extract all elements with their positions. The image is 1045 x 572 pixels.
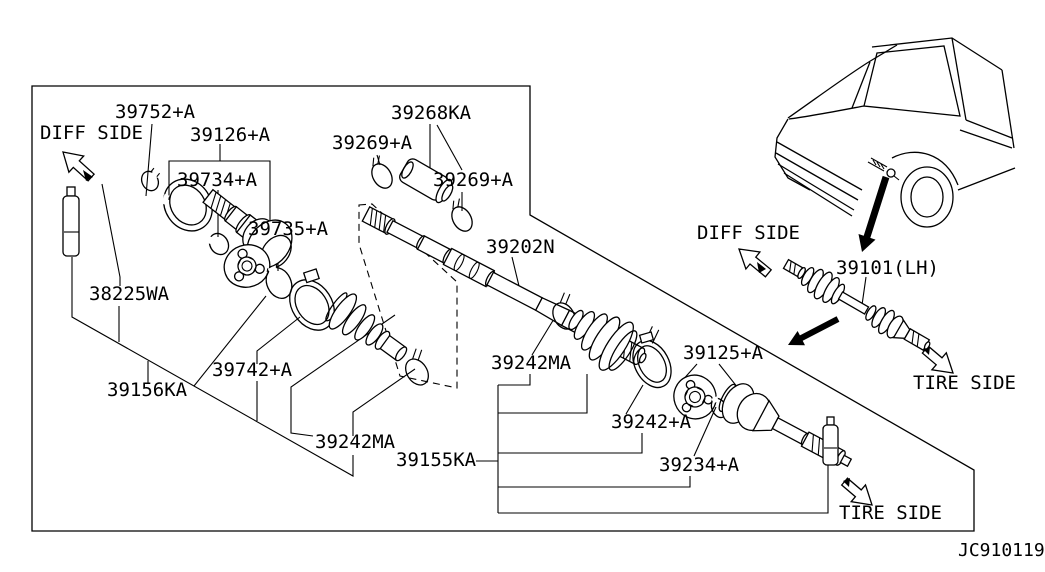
snap-ring-small bbox=[140, 167, 161, 192]
tripod-housing bbox=[673, 374, 717, 420]
leader-lines bbox=[71, 123, 867, 514]
oil-seal-ring bbox=[161, 178, 213, 232]
axle-pointer-arrow bbox=[788, 316, 840, 346]
stopper-ring bbox=[207, 232, 230, 256]
part-label-39242ma-2: 39242MA bbox=[491, 352, 572, 374]
boot-band-large-right bbox=[632, 326, 672, 389]
part-label-39269a-2: 39269+A bbox=[433, 169, 514, 191]
part-label-39735a: 39735+A bbox=[248, 218, 329, 240]
part-label-39101lh: 39101(LH) bbox=[836, 257, 939, 279]
axle-stub-in-car bbox=[867, 157, 900, 181]
dashed-subassembly-outline bbox=[358, 203, 458, 389]
hose-clamp-right bbox=[451, 198, 473, 232]
diff-side-arrow-left bbox=[62, 151, 96, 182]
part-label-39234a: 39234+A bbox=[659, 454, 740, 476]
part-label-38225wa: 38225WA bbox=[89, 283, 170, 305]
drawing-code: JC910119 bbox=[958, 540, 1045, 561]
hose-clamp-left bbox=[371, 155, 393, 189]
part-label-39269a-1: 39269+A bbox=[332, 132, 413, 154]
part-label-39268ka: 39268KA bbox=[391, 102, 472, 124]
diff-side-label-right: DIFF SIDE bbox=[697, 222, 800, 244]
grease-tube bbox=[399, 158, 454, 204]
cv-boot-left bbox=[325, 292, 408, 362]
part-label-39734a: 39734+A bbox=[177, 169, 258, 191]
diagram-border bbox=[31, 85, 975, 532]
tire-side-label-bottom: TIRE SIDE bbox=[839, 502, 942, 524]
diff-side-arrow-right bbox=[738, 248, 773, 278]
grease-pin-left bbox=[62, 186, 80, 257]
part-label-39155ka: 39155KA bbox=[396, 449, 477, 471]
car-pointer-arrow bbox=[858, 175, 890, 252]
diff-side-label-left: DIFF SIDE bbox=[40, 122, 143, 144]
part-label-39125a: 39125+A bbox=[683, 342, 764, 364]
boot-band-small-left bbox=[405, 348, 429, 386]
cv-boot-right bbox=[568, 309, 638, 371]
part-label-39156ka: 39156KA bbox=[107, 379, 188, 401]
tire-side-arrow-bottom bbox=[840, 477, 873, 506]
tire-side-label-right: TIRE SIDE bbox=[913, 372, 1016, 394]
part-label-39752a: 39752+A bbox=[115, 101, 196, 123]
assembled-axle-39101 bbox=[782, 258, 931, 352]
tire-side-arrow-right bbox=[921, 345, 954, 374]
part-label-39202n: 39202N bbox=[486, 236, 555, 258]
part-label-39742a: 39742+A bbox=[212, 359, 293, 381]
boot-band-large bbox=[289, 268, 335, 331]
snap-ring-large bbox=[265, 264, 293, 300]
part-label-39242a: 39242+A bbox=[611, 411, 692, 433]
spider-assembly bbox=[223, 244, 271, 288]
part-label-39126a: 39126+A bbox=[190, 124, 271, 146]
grease-pin-right bbox=[822, 416, 839, 466]
part-label-39242ma-1: 39242MA bbox=[315, 431, 396, 453]
car-illustration bbox=[774, 37, 1016, 228]
